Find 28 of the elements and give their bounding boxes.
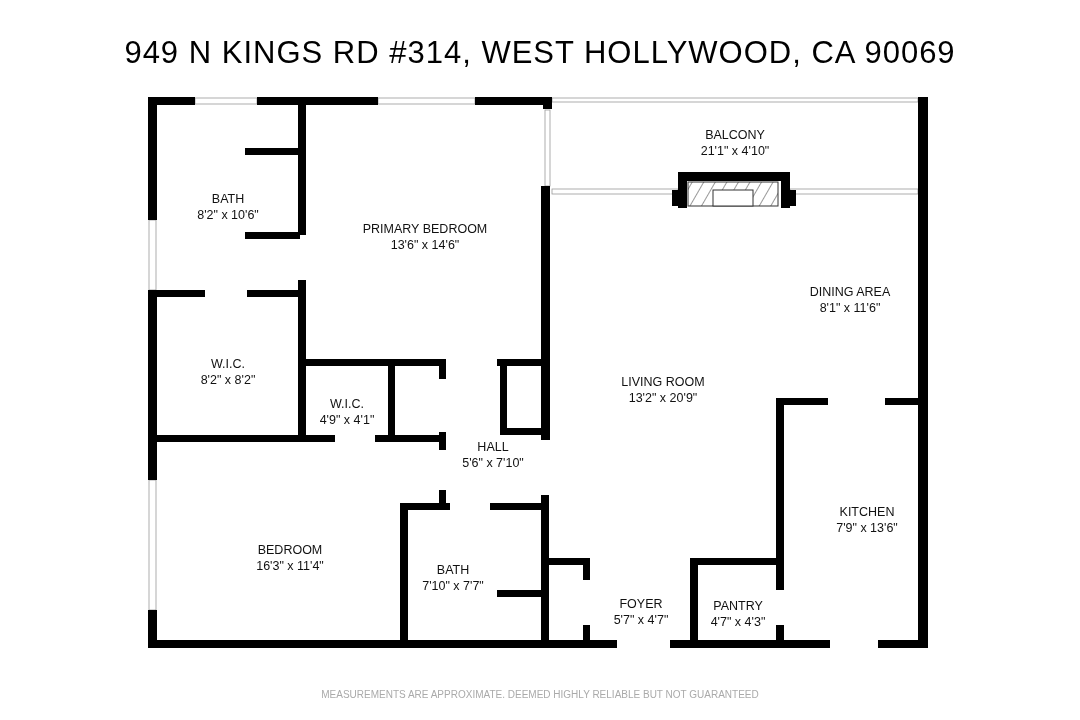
room-name: BATH — [436, 562, 470, 578]
room-dimensions: 21'1" x 4'10" — [700, 143, 770, 159]
room-name: BATH — [211, 191, 245, 207]
disclaimer-note: MEASUREMENTS ARE APPROXIMATE. DEEMED HIGHLY RELIABLE BUT NOT GUARANTEED — [320, 688, 760, 702]
page-title: 949 N KINGS RD #314, WEST HOLLYWOOD, CA 90069 — [123, 34, 957, 72]
room-dimensions: 7'10" x 7'7" — [422, 578, 484, 594]
room-dimensions: 4'7" x 4'3" — [710, 614, 766, 630]
room-dimensions: 8'2" x 10'6" — [197, 207, 259, 223]
room-dimensions: 4'9" x 4'1" — [319, 412, 375, 428]
room-name: PANTRY — [713, 598, 763, 614]
room-name: LIVING ROOM — [621, 374, 705, 390]
room-name: W.I.C. — [330, 396, 364, 412]
room-dimensions: 13'6" x 14'6" — [390, 237, 460, 253]
room-name: HALL — [477, 439, 509, 455]
room-name: KITCHEN — [839, 504, 895, 520]
room-dimensions: 16'3" x 11'4" — [256, 558, 324, 574]
room-dimensions: 5'6" x 7'10" — [462, 455, 524, 471]
room-name: BEDROOM — [257, 542, 323, 558]
room-name: BALCONY — [705, 127, 765, 143]
room-name: PRIMARY BEDROOM — [362, 221, 488, 237]
room-dimensions: 7'9" x 13'6" — [836, 520, 898, 536]
room-dimensions: 5'7" x 4'7" — [613, 612, 669, 628]
room-dimensions: 8'1" x 11'6" — [819, 300, 881, 316]
room-name: FOYER — [619, 596, 663, 612]
room-name: DINING AREA — [809, 284, 891, 300]
room-name: W.I.C. — [211, 356, 245, 372]
room-dimensions: 8'2" x 8'2" — [200, 372, 256, 388]
room-dimensions: 13'2" x 20'9" — [628, 390, 698, 406]
